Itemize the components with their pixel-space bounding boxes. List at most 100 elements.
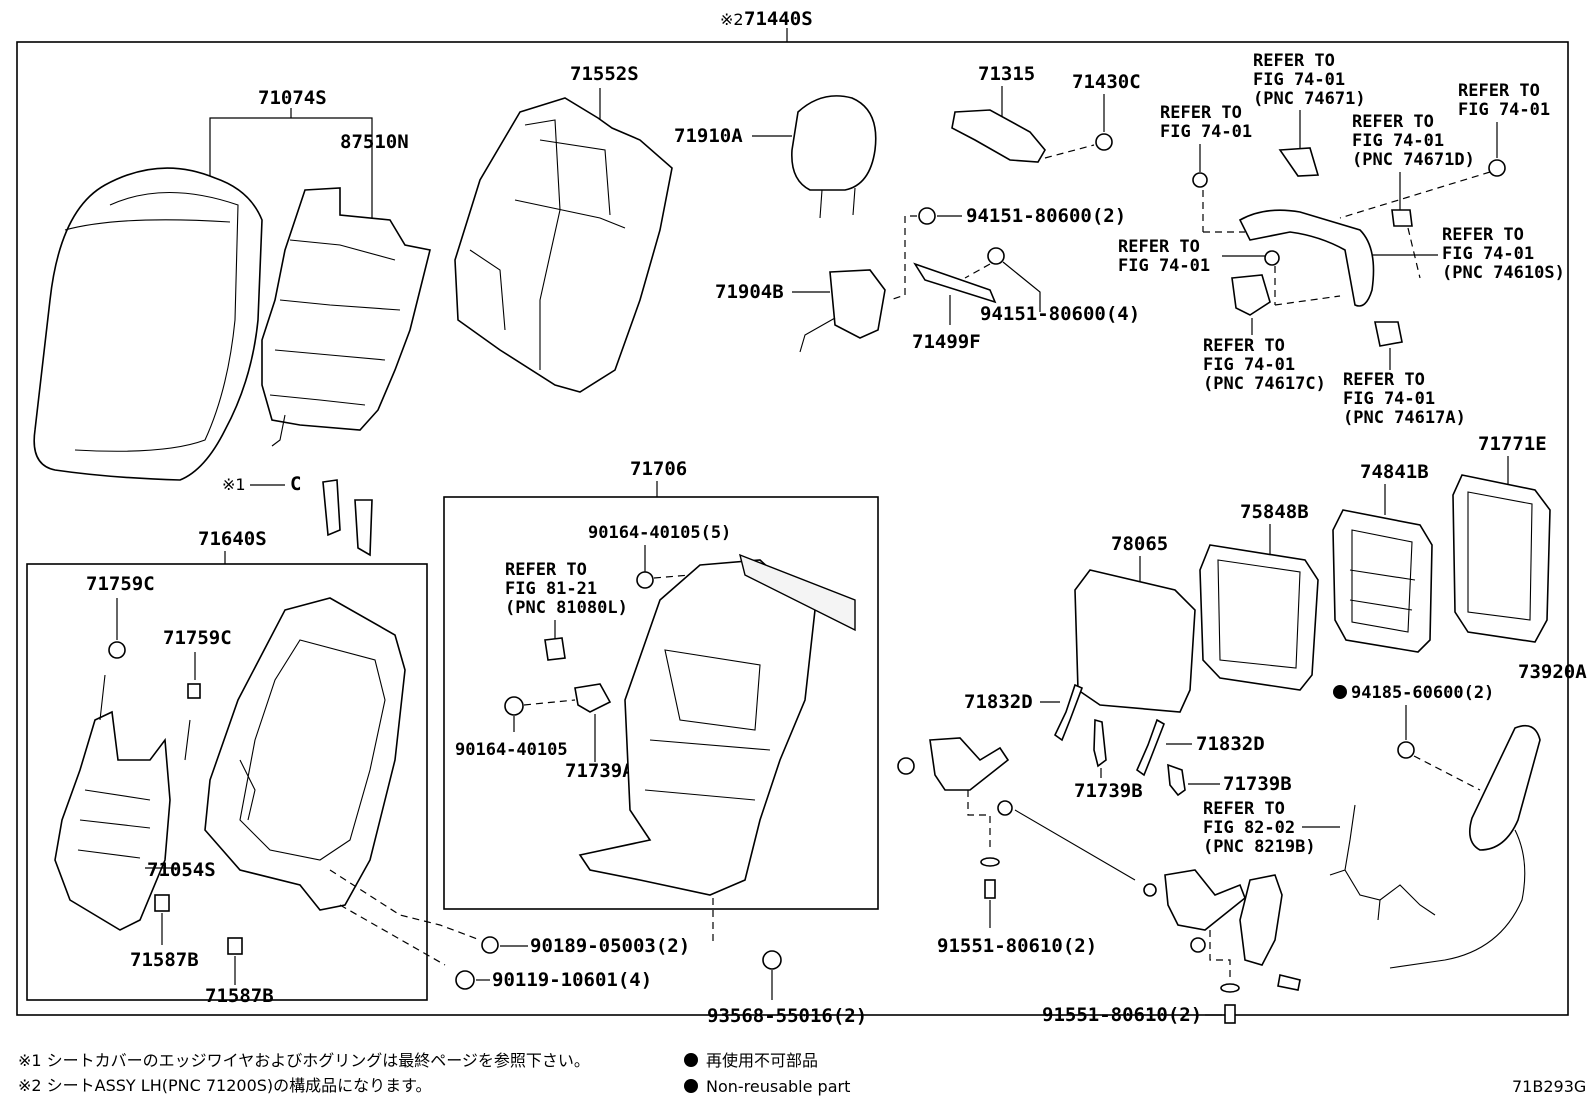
label-71771E: 71771E — [1478, 433, 1547, 455]
refer-cluster: REFER TO FIG 74-01 (PNC 74671) REFER TO … — [1118, 51, 1565, 428]
assembly-frame: ※2 71440S — [16, 8, 1569, 1016]
screw-7401-b — [1488, 159, 1506, 177]
refer-74671D: REFER TO FIG 74-01 (PNC 74671D) — [1352, 112, 1475, 170]
refer-74610S: REFER TO FIG 74-01 (PNC 74610S) — [1442, 225, 1565, 283]
label-71587B-a: 71587B — [130, 949, 199, 971]
svg-text:(PNC 74671D): (PNC 74671D) — [1352, 150, 1475, 170]
clip-71587B-b — [227, 937, 243, 955]
svg-text:(PNC 74671): (PNC 74671) — [1253, 89, 1366, 109]
label-78065: 78065 — [1111, 533, 1168, 555]
seatback-frame — [204, 597, 406, 911]
rod-end — [1143, 883, 1157, 897]
bracket-74617C — [1231, 274, 1271, 316]
seatback-cover-group: 71074S 87510N — [33, 87, 431, 481]
label-74841B: 74841B — [1360, 461, 1429, 483]
label-90189-05003: 90189-05003(2) — [530, 935, 690, 957]
headrest-group: 71910A — [674, 95, 877, 219]
airbag-73920A — [1469, 724, 1541, 851]
label-71739B-a: 71739B — [1074, 780, 1143, 802]
armrest-74610S — [1238, 209, 1375, 307]
screw-90164-a — [636, 571, 654, 589]
washer-recliner-a — [997, 800, 1013, 816]
label-71587B-b: 71587B — [205, 985, 274, 1007]
svg-text:REFER TO: REFER TO — [1352, 112, 1434, 132]
bar-71499F — [913, 262, 997, 304]
screw-recliner-b — [1190, 937, 1206, 953]
refer-fig82-02: REFER TO FIG 82-02 (PNC 8219B) — [1203, 799, 1316, 857]
svg-text:REFER TO: REFER TO — [1203, 799, 1285, 819]
back-panels-group: 78065 75848B 74841B 71771E 94185-60600(2… — [1074, 433, 1587, 969]
recliner-mechanism-a — [929, 737, 1010, 791]
label-91551-80610-b: 91551-80610(2) — [1042, 1004, 1202, 1026]
clip-71739B-a — [1093, 718, 1107, 768]
label-71910A: 71910A — [674, 125, 743, 147]
svg-text:(PNC 74610S): (PNC 74610S) — [1442, 263, 1565, 283]
screw-7401-a — [1192, 172, 1208, 188]
svg-text:FIG 81-21: FIG 81-21 — [505, 579, 597, 599]
refer-74671: REFER TO FIG 74-01 (PNC 74671) — [1253, 51, 1366, 109]
label-71430C: 71430C — [1072, 71, 1141, 93]
label-90119-10601: 90119-10601(4) — [492, 969, 652, 991]
refer-7401-b: REFER TO FIG 74-01 — [1458, 81, 1550, 120]
headrest — [791, 95, 877, 191]
footnote-2: ※2 シートASSY LH(PNC 71200S)の構成品になります。 — [18, 1076, 432, 1095]
back-board-71706 — [578, 559, 816, 896]
clip-94185 — [1397, 741, 1415, 759]
legend-dot-jp — [684, 1053, 698, 1067]
label-71552S: 71552S — [570, 63, 639, 85]
screw-recliner-a — [897, 757, 915, 775]
clip-c-letter: C — [290, 473, 301, 495]
clip-c-mark: ※1 — [222, 475, 246, 494]
refer-74617A: REFER TO FIG 74-01 (PNC 74617A) — [1343, 370, 1466, 428]
lumbar-support-71904B — [829, 269, 886, 339]
seatback-pad — [261, 187, 431, 431]
refer-fig81-21: REFER TO FIG 81-21 (PNC 81080L) — [505, 560, 628, 618]
footnote-1: ※1 シートカバーのエッジワイヤおよびホグリングは最終ページを参照下さい。 — [18, 1051, 590, 1070]
legend-dot-en — [684, 1079, 698, 1093]
assembly-label: 71440S — [744, 8, 813, 30]
bolt-90119 — [455, 970, 475, 990]
label-71904B: 71904B — [715, 281, 784, 303]
clip-c-b — [354, 499, 373, 557]
legend-jp: 再使用不可部品 — [706, 1051, 818, 1070]
bolt-91551-b — [1224, 1004, 1236, 1024]
motor-pin — [1277, 974, 1301, 991]
label-71739B-b: 71739B — [1223, 773, 1292, 795]
clip-74617A — [1374, 321, 1403, 347]
clip-71587B-a — [154, 894, 170, 912]
svg-text:FIG 74-01: FIG 74-01 — [1352, 131, 1444, 151]
lumbar-group: 94151-80600(2) 71904B 71499F 94151-80600… — [715, 205, 1140, 353]
label-71054S: 71054S — [147, 859, 216, 881]
bracket-71315 — [951, 109, 1046, 163]
label-71759C-b: 71759C — [163, 627, 232, 649]
label-71499F: 71499F — [912, 331, 981, 353]
svg-text:FIG 74-01: FIG 74-01 — [1442, 244, 1534, 264]
label-71832D-b: 71832D — [1196, 733, 1265, 755]
panel-71771E — [1452, 474, 1551, 643]
seatback-pad-assy — [454, 97, 673, 393]
svg-text:REFER TO: REFER TO — [1253, 51, 1335, 71]
recliner-group: 71832D 71739B 71832D 71739B 91551-80610(… — [897, 683, 1436, 1026]
panel-75848B — [1199, 544, 1319, 691]
clip-71832D-b — [1136, 718, 1165, 777]
svg-text:REFER TO: REFER TO — [505, 560, 587, 580]
clip-71739B-b — [1167, 763, 1186, 797]
svg-text:FIG 74-01: FIG 74-01 — [1343, 389, 1435, 409]
label-91551-80610-a: 91551-80610(2) — [937, 935, 1097, 957]
adjuster-plate-71054S — [54, 710, 171, 931]
seatback-frame-cover-group: 71552S — [454, 63, 673, 393]
label-71759C-a: 71759C — [86, 573, 155, 595]
clip-c-a — [322, 479, 341, 537]
frame-box-71640S: 71640S 71759C 71759C 71054S 71587B 71587… — [26, 528, 428, 1007]
svg-text:FIG 82-02: FIG 82-02 — [1203, 818, 1295, 838]
svg-text:REFER TO: REFER TO — [1343, 370, 1425, 390]
label-71706: 71706 — [630, 458, 687, 480]
legend-en: Non-reusable part — [706, 1077, 850, 1096]
assembly-mark: ※2 — [720, 10, 744, 29]
cap-81080L — [544, 637, 566, 661]
svg-text:REFER TO: REFER TO — [1203, 336, 1285, 356]
label-73920A: 73920A — [1518, 661, 1587, 683]
refer-7401-c: REFER TO FIG 74-01 — [1118, 237, 1210, 276]
svg-text:(PNC 81080L): (PNC 81080L) — [505, 598, 628, 618]
washer-91551-b — [1220, 983, 1240, 993]
